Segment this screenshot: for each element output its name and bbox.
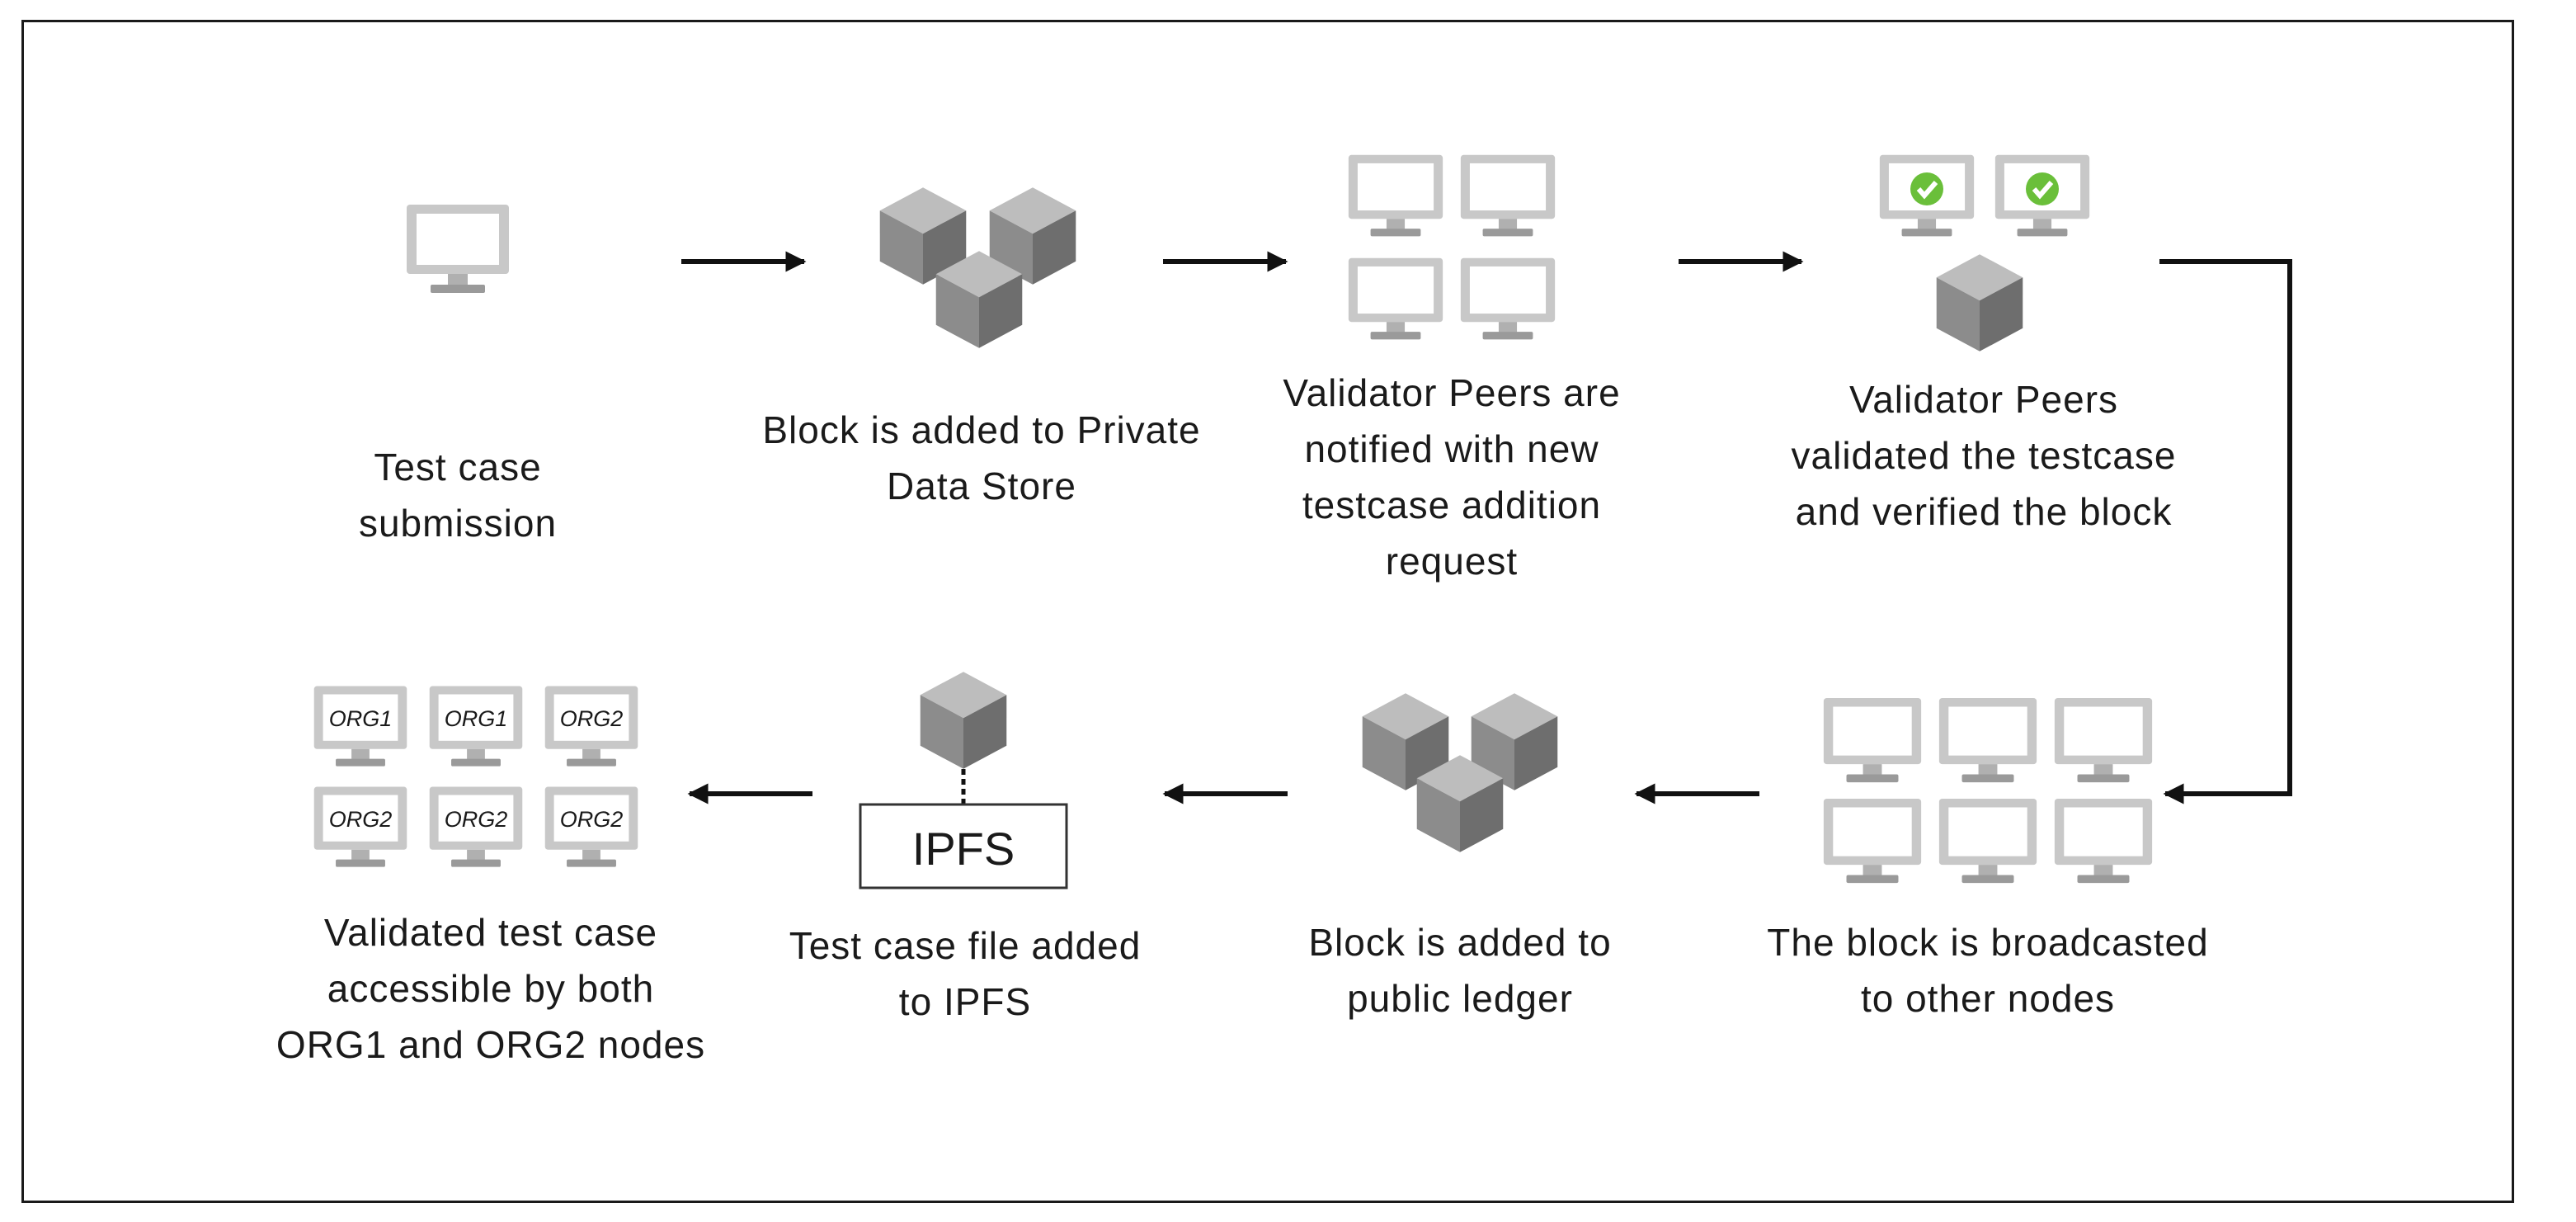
label-line: and verified the block [1795, 490, 2173, 533]
org-monitor: ORG2 [313, 786, 407, 867]
label-line: to IPFS [898, 980, 1032, 1023]
ipfs-box-label: IPFS [912, 823, 1015, 875]
org-label: ORG2 [560, 807, 624, 832]
label-line: submission [358, 502, 558, 545]
cube-icon [920, 672, 1007, 769]
label-line: Validator Peers are [1283, 371, 1621, 414]
label-line: accessible by both [327, 967, 655, 1010]
monitor-icon [407, 205, 509, 293]
org-monitor: ORG2 [544, 686, 638, 767]
arrow-validated-to-broadcast [2159, 259, 2292, 804]
step-broadcast-label: The block is broadcasted to other nodes [1724, 914, 2252, 1026]
label-line: request [1385, 540, 1519, 583]
org-monitor: ORG1 [429, 686, 523, 767]
label-line: The block is broadcasted [1767, 921, 2209, 964]
org-label: ORG1 [445, 706, 508, 731]
label-line: validated the testcase [1791, 434, 2177, 477]
org-monitor: ORG2 [429, 786, 523, 867]
step-ipfs-label: Test case file added to IPFS [759, 918, 1171, 1030]
label-line: testcase addition [1302, 484, 1602, 526]
org-label: ORG2 [329, 807, 393, 832]
step-public-ledger-label: Block is added to public ledger [1270, 914, 1650, 1026]
label-line: Data Store [887, 465, 1076, 507]
label-line: public ledger [1347, 977, 1573, 1020]
monitors-grid-icon [1823, 698, 2153, 884]
check-icon [1910, 172, 1943, 205]
label-line: Validator Peers [1848, 378, 2119, 421]
org-monitor: ORG2 [544, 786, 638, 867]
label-line: Test case file added [789, 924, 1142, 967]
org-monitor: ORG1 [313, 686, 407, 767]
diagram-border [21, 20, 2514, 1203]
arrows [681, 251, 2292, 804]
label-line: Block is added to Private [762, 408, 1201, 451]
check-icon [2026, 172, 2059, 205]
cubes-icon [879, 187, 1076, 348]
label-line: Validated test case [323, 911, 658, 954]
org-label: ORG2 [445, 807, 508, 832]
label-line: notified with new [1304, 427, 1599, 470]
checked-monitors-icon [1879, 154, 2090, 352]
cubes-icon [1362, 693, 1558, 852]
label-line: to other nodes [1860, 977, 2116, 1020]
ipfs-box [859, 803, 1068, 889]
monitors-grid-icon [1348, 154, 1556, 340]
step-submission-label: Test case submission [313, 439, 602, 551]
org-label: ORG1 [329, 706, 393, 731]
org-label: ORG2 [560, 706, 624, 731]
step-notified-label: Validator Peers are notified with new test… [1262, 365, 1641, 589]
label-line: ORG1 and ORG2 nodes [275, 1023, 706, 1066]
label-line: Block is added to [1308, 921, 1612, 964]
step-validated-label: Validator Peers validated the testcase and… [1757, 371, 2211, 540]
label-line: Test case [374, 446, 542, 488]
